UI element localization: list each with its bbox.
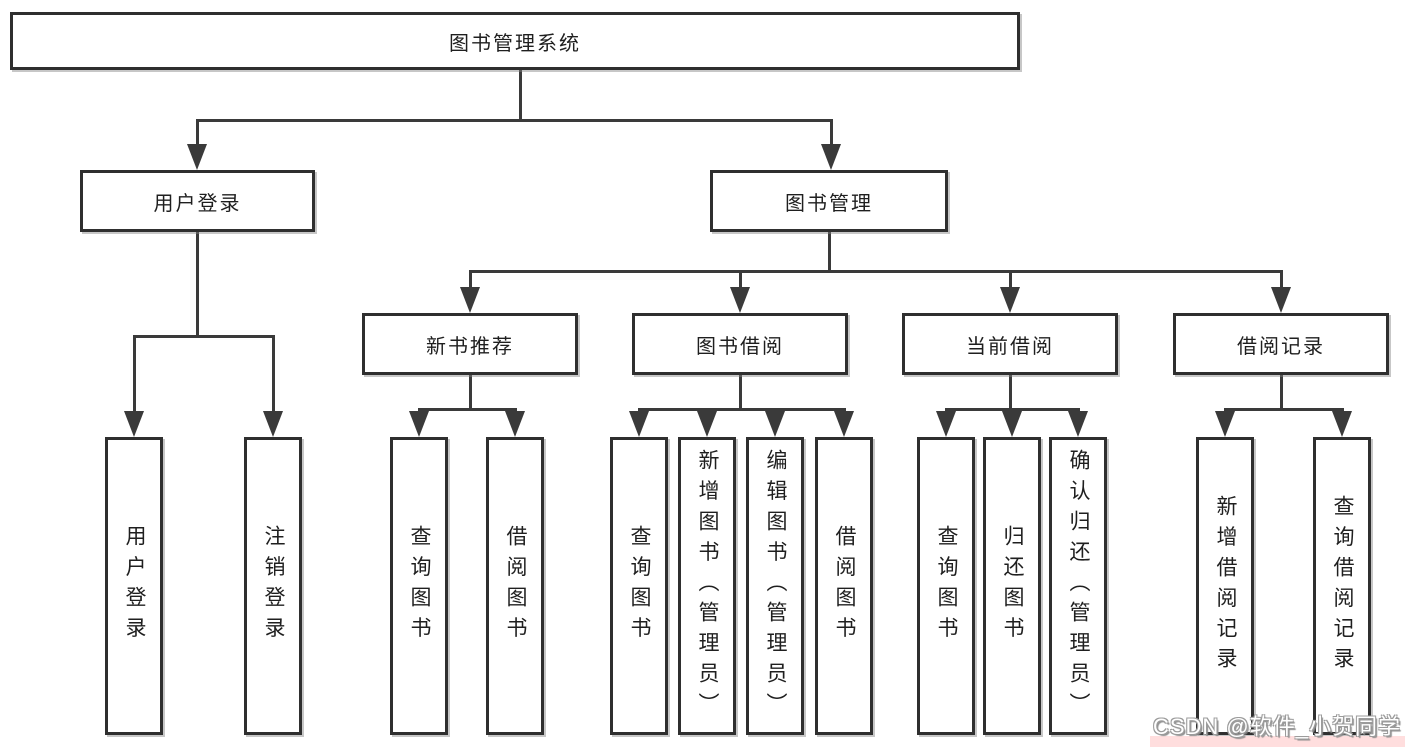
arrowhead-icon: [629, 411, 649, 437]
node-user-login-branch: 用户登录: [80, 170, 315, 232]
node-leaf-query-book-1: 查询图书: [390, 437, 448, 735]
node-leaf-query-book-2: 查询图书: [610, 437, 668, 735]
node-new-book-rec: 新书推荐: [362, 313, 578, 375]
watermark-strip: [1150, 736, 1405, 747]
arrowhead-icon: [1332, 411, 1352, 437]
connector-line: [1279, 271, 1283, 293]
connector-line: [829, 120, 833, 150]
arrowhead-icon: [821, 144, 841, 170]
node-book-mgmt: 图书管理: [710, 170, 948, 232]
connector-line: [468, 269, 1283, 273]
node-leaf-query-book-3: 查询图书: [917, 437, 975, 735]
connector-line: [271, 336, 275, 417]
node-root: 图书管理系统: [10, 12, 1020, 70]
node-leaf-user-login: 用户登录: [105, 437, 163, 735]
connector-line: [1008, 271, 1012, 293]
arrowhead-icon: [409, 411, 429, 437]
arrowhead-icon: [1002, 411, 1022, 437]
node-leaf-query-record: 查询借阅记录: [1313, 437, 1371, 735]
arrowhead-icon: [697, 411, 717, 437]
connector-line: [195, 120, 199, 150]
connector-line: [738, 271, 742, 293]
arrowhead-icon: [1271, 287, 1291, 313]
arrowhead-icon: [1000, 287, 1020, 313]
node-book-borrow: 图书借阅: [632, 313, 848, 375]
node-leaf-logout: 注销登录: [244, 437, 302, 735]
connector-line: [827, 232, 831, 271]
connector-line: [468, 271, 472, 293]
arrowhead-icon: [1068, 411, 1088, 437]
arrowhead-icon: [936, 411, 956, 437]
arrowhead-icon: [730, 287, 750, 313]
connector-line: [518, 70, 522, 120]
connector-line: [1223, 407, 1344, 411]
node-current-borrow: 当前借阅: [902, 313, 1118, 375]
arrowhead-icon: [834, 411, 854, 437]
arrowhead-icon: [263, 411, 283, 437]
connector-line: [1008, 375, 1012, 409]
csdn-watermark: CSDN @软件_小贺同学: [1152, 714, 1401, 739]
node-leaf-return-book: 归还图书: [983, 437, 1041, 735]
connector-line: [468, 375, 472, 409]
arrowhead-icon: [187, 144, 207, 170]
connector-line: [738, 375, 742, 409]
connector-line: [1279, 375, 1283, 409]
node-borrow-records: 借阅记录: [1173, 313, 1389, 375]
arrowhead-icon: [1215, 411, 1235, 437]
node-leaf-add-record: 新增借阅记录: [1196, 437, 1254, 735]
connector-line: [132, 336, 136, 417]
connector-line: [637, 407, 846, 411]
connector-line: [132, 334, 275, 338]
node-leaf-add-book: 新增图书（管理员）: [678, 437, 736, 735]
node-leaf-confirm-return: 确认归还（管理员）: [1049, 437, 1107, 735]
arrowhead-icon: [505, 411, 525, 437]
node-leaf-borrow-book-1: 借阅图书: [486, 437, 544, 735]
arrowhead-icon: [460, 287, 480, 313]
node-leaf-borrow-book-2: 借阅图书: [815, 437, 873, 735]
arrowhead-icon: [765, 411, 785, 437]
connector-line: [195, 232, 199, 336]
connector-line: [195, 118, 833, 122]
connector-line: [417, 407, 517, 411]
node-leaf-edit-book: 编辑图书（管理员）: [746, 437, 804, 735]
arrowhead-icon: [124, 411, 144, 437]
